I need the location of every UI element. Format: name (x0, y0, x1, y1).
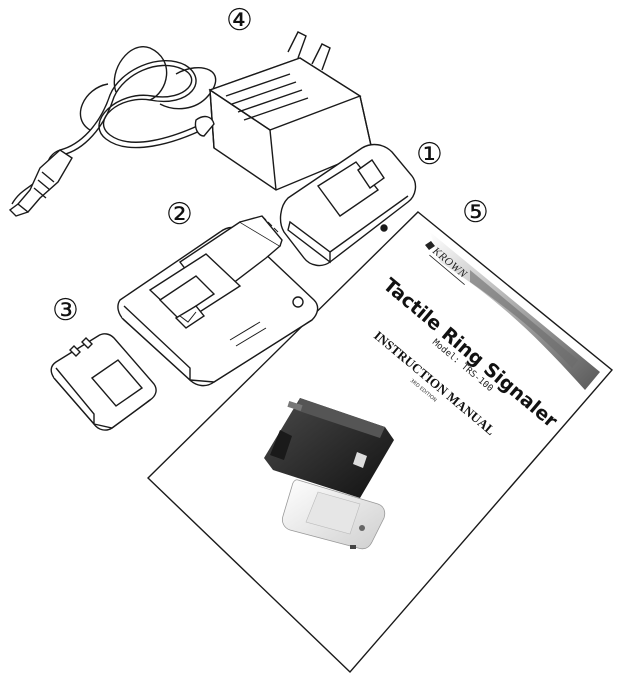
battery-pack (51, 334, 156, 430)
callout-5: ⑤ (462, 195, 489, 230)
callout-4: ④ (226, 3, 253, 38)
callout-2: ② (166, 197, 193, 232)
callout-3: ③ (52, 293, 79, 328)
callout-1: ① (416, 137, 443, 172)
